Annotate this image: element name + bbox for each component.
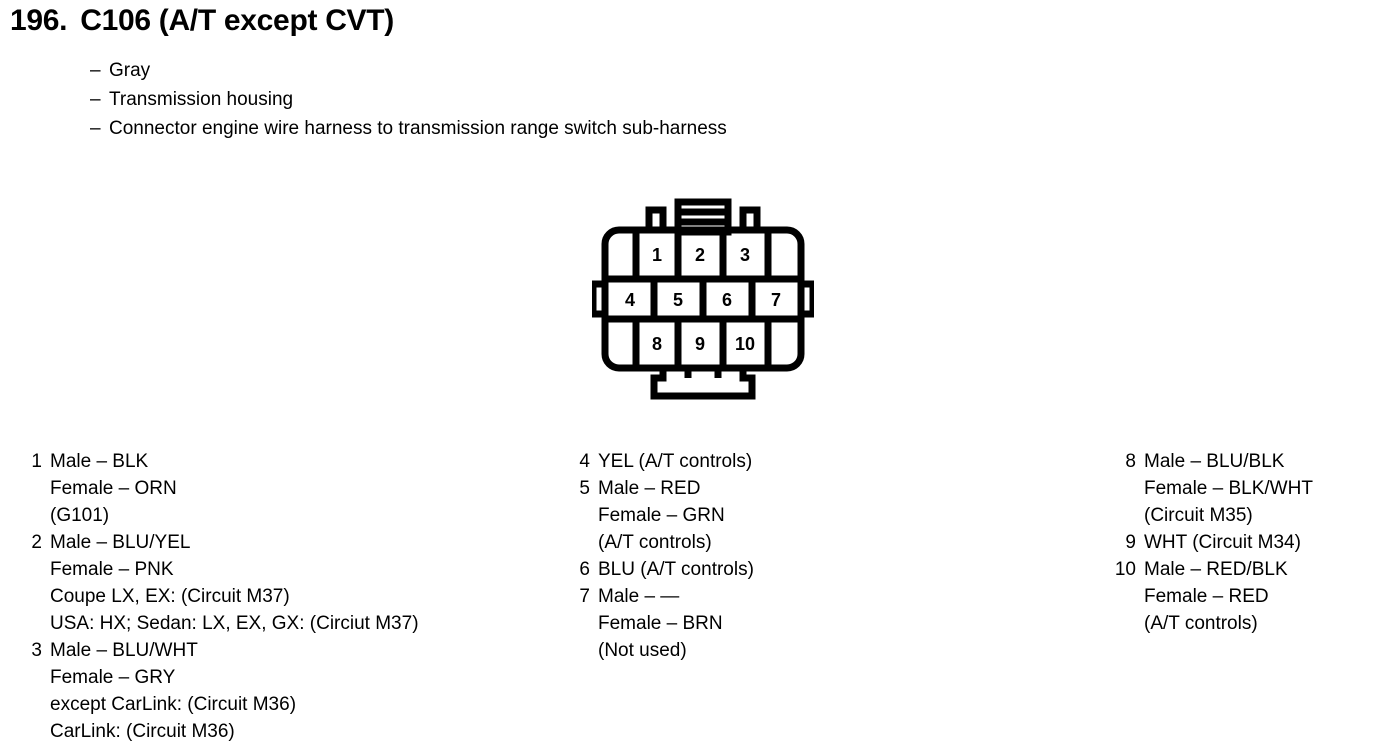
legend-line: Female – GRY: [50, 667, 176, 688]
legend-line: Male – BLU/BLK: [1144, 451, 1285, 472]
legend-line: YEL (A/T controls): [598, 451, 753, 472]
pin-label-1: 1: [652, 245, 662, 265]
legend-line: (A/T controls): [598, 532, 712, 553]
top-tab-left-icon: [645, 206, 667, 230]
legend-column-2: 4 YEL (A/T controls) 5 Male – RED Female…: [566, 448, 1106, 664]
legend-entry: 7 Male – — Female – BRN (Not used): [566, 583, 1106, 664]
legend-entry: 1 Male – BLK Female – ORN (G101): [18, 448, 558, 529]
legend-line: Female – GRN: [598, 505, 725, 526]
pin-label-4: 4: [625, 290, 635, 310]
legend-line: (A/T controls): [1144, 613, 1258, 634]
legend-pin-description: Male – BLU/YEL Female – PNK Coupe LX, EX…: [50, 529, 558, 637]
legend-line: BLU (A/T controls): [598, 559, 754, 580]
legend-line: (Not used): [598, 640, 687, 661]
legend-pin-description: YEL (A/T controls): [598, 448, 1106, 475]
legend-pin-description: BLU (A/T controls): [598, 556, 1106, 583]
legend-line: Female – RED: [1144, 586, 1269, 607]
connector-svg: 1 2 3 4 5 6 7 8 9 10: [592, 198, 814, 400]
pin-label-10: 10: [735, 334, 755, 354]
legend-line: Female – BRN: [598, 613, 723, 634]
legend-entry: 4 YEL (A/T controls): [566, 448, 1106, 475]
connector-shell-outline: [601, 226, 805, 372]
legend-line: (G101): [50, 505, 110, 526]
pin-label-8: 8: [652, 334, 662, 354]
legend-line: Male – —: [598, 586, 680, 607]
legend-entry: 5 Male – RED Female – GRN (A/T controls): [566, 475, 1106, 556]
page-title-number: 196.: [10, 4, 68, 37]
legend-pin-number: 1: [31, 451, 42, 472]
legend-pin-number: 3: [31, 640, 42, 661]
legend-pin-description: Male – RED/BLK Female – RED (A/T control…: [1144, 556, 1376, 637]
pin-label-5: 5: [673, 290, 683, 310]
legend-pin-description: WHT (Circuit M34): [1144, 529, 1376, 556]
legend-line: Male – RED/BLK: [1144, 559, 1288, 580]
legend-pin-description: Male – BLU/WHT Female – GRY except CarLi…: [50, 637, 558, 745]
dash-bullet-icon: –: [90, 60, 101, 81]
descriptor-text: Transmission housing: [109, 89, 294, 110]
side-notch-right-icon: [801, 280, 814, 318]
pin-label-2: 2: [695, 245, 705, 265]
bottom-foot-icon: [650, 368, 756, 400]
descriptor-item: – Connector engine wire harness to trans…: [90, 114, 727, 143]
legend-line: WHT (Circuit M34): [1144, 532, 1301, 553]
descriptor-item: – Transmission housing: [90, 85, 727, 114]
pin-legend: 1 Male – BLK Female – ORN (G101) 2 Male …: [0, 448, 1376, 744]
legend-pin-number: 6: [579, 559, 590, 580]
legend-pin-number: 5: [579, 478, 590, 499]
legend-pin-number: 7: [579, 586, 590, 607]
legend-pin-number: 4: [579, 451, 590, 472]
legend-entry: 2 Male – BLU/YEL Female – PNK Coupe LX, …: [18, 529, 558, 637]
legend-line: Female – ORN: [50, 478, 177, 499]
pin-label-7: 7: [771, 290, 781, 310]
legend-line: Male – BLK: [50, 451, 149, 472]
pin-label-3: 3: [740, 245, 750, 265]
legend-line: Female – BLK/WHT: [1144, 478, 1313, 499]
page-title: 196. C106 (A/T except CVT): [10, 4, 394, 38]
legend-pin-number: 9: [1125, 532, 1136, 553]
descriptor-item: – Gray: [90, 56, 727, 85]
page-title-name: C106 (A/T except CVT): [80, 4, 394, 37]
pin-label-9: 9: [695, 334, 705, 354]
legend-line: Coupe LX, EX: (Circuit M37): [50, 586, 290, 607]
side-notch-left-icon: [592, 280, 605, 318]
legend-line: CarLink: (Circuit M36): [50, 721, 235, 742]
legend-entry: 8 Male – BLU/BLK Female – BLK/WHT (Circu…: [1112, 448, 1376, 529]
descriptor-text: Gray: [109, 60, 151, 81]
legend-line: Male – RED: [598, 478, 701, 499]
legend-line: Male – BLU/YEL: [50, 532, 191, 553]
legend-pin-number: 8: [1125, 451, 1136, 472]
legend-pin-description: Male – RED Female – GRN (A/T controls): [598, 475, 1106, 556]
legend-pin-description: Male – BLU/BLK Female – BLK/WHT (Circuit…: [1144, 448, 1376, 529]
legend-entry: 10 Male – RED/BLK Female – RED (A/T cont…: [1112, 556, 1376, 637]
dash-bullet-icon: –: [90, 118, 101, 139]
connector-pinout-diagram: 1 2 3 4 5 6 7 8 9 10: [592, 198, 814, 400]
legend-pin-description: Male – — Female – BRN (Not used): [598, 583, 1106, 664]
legend-entry: 3 Male – BLU/WHT Female – GRY except Car…: [18, 637, 558, 745]
legend-line: except CarLink: (Circuit M36): [50, 694, 297, 715]
legend-column-3: 8 Male – BLU/BLK Female – BLK/WHT (Circu…: [1112, 448, 1376, 637]
top-tab-right-icon: [739, 206, 761, 230]
legend-column-1: 1 Male – BLK Female – ORN (G101) 2 Male …: [18, 448, 558, 745]
legend-pin-description: Male – BLK Female – ORN (G101): [50, 448, 558, 529]
legend-pin-number: 10: [1114, 559, 1136, 580]
legend-pin-number: 2: [31, 532, 42, 553]
legend-line: Female – PNK: [50, 559, 174, 580]
legend-entry: 9 WHT (Circuit M34): [1112, 529, 1376, 556]
legend-line: USA: HX; Sedan: LX, EX, GX: (Circiut M37…: [50, 613, 419, 634]
descriptor-list: – Gray – Transmission housing – Connecto…: [90, 56, 727, 143]
dash-bullet-icon: –: [90, 89, 101, 110]
descriptor-text: Connector engine wire harness to transmi…: [109, 118, 727, 139]
legend-line: (Circuit M35): [1144, 505, 1253, 526]
legend-line: Male – BLU/WHT: [50, 640, 198, 661]
legend-entry: 6 BLU (A/T controls): [566, 556, 1106, 583]
pin-label-6: 6: [722, 290, 732, 310]
